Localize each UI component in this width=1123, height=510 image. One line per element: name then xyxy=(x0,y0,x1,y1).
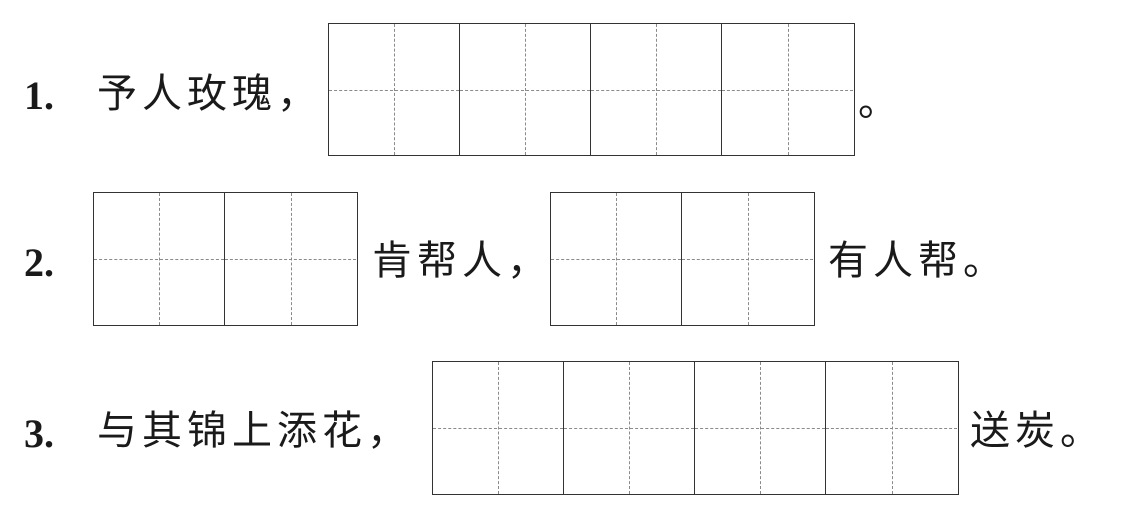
question-number: 2. xyxy=(24,240,54,285)
question-prompt-text: 与其锦上添花， xyxy=(97,408,412,454)
answer-cell[interactable] xyxy=(564,362,695,494)
answer-grid[interactable] xyxy=(93,192,358,326)
question-prompt-text: 予人玫瑰， xyxy=(97,71,322,117)
question-middle-text: 肯帮人， xyxy=(372,238,552,284)
answer-cell[interactable] xyxy=(94,193,225,325)
question-ending-text: 有人帮。 xyxy=(828,238,1008,284)
question-ending-text: 。 xyxy=(858,79,903,125)
question-number: 3. xyxy=(24,411,54,456)
answer-grid[interactable] xyxy=(550,192,815,326)
answer-cell[interactable] xyxy=(826,362,957,494)
answer-cell[interactable] xyxy=(695,362,826,494)
answer-cell[interactable] xyxy=(329,24,460,155)
answer-grid[interactable] xyxy=(328,23,855,156)
answer-cell[interactable] xyxy=(433,362,564,494)
answer-cell[interactable] xyxy=(460,24,591,155)
answer-cell[interactable] xyxy=(682,193,813,325)
answer-cell[interactable] xyxy=(225,193,356,325)
question-number: 1. xyxy=(24,73,54,118)
answer-cell[interactable] xyxy=(722,24,853,155)
answer-grid[interactable] xyxy=(432,361,959,495)
answer-cell[interactable] xyxy=(551,193,682,325)
question-ending-text: 送炭。 xyxy=(970,408,1105,454)
answer-cell[interactable] xyxy=(591,24,722,155)
